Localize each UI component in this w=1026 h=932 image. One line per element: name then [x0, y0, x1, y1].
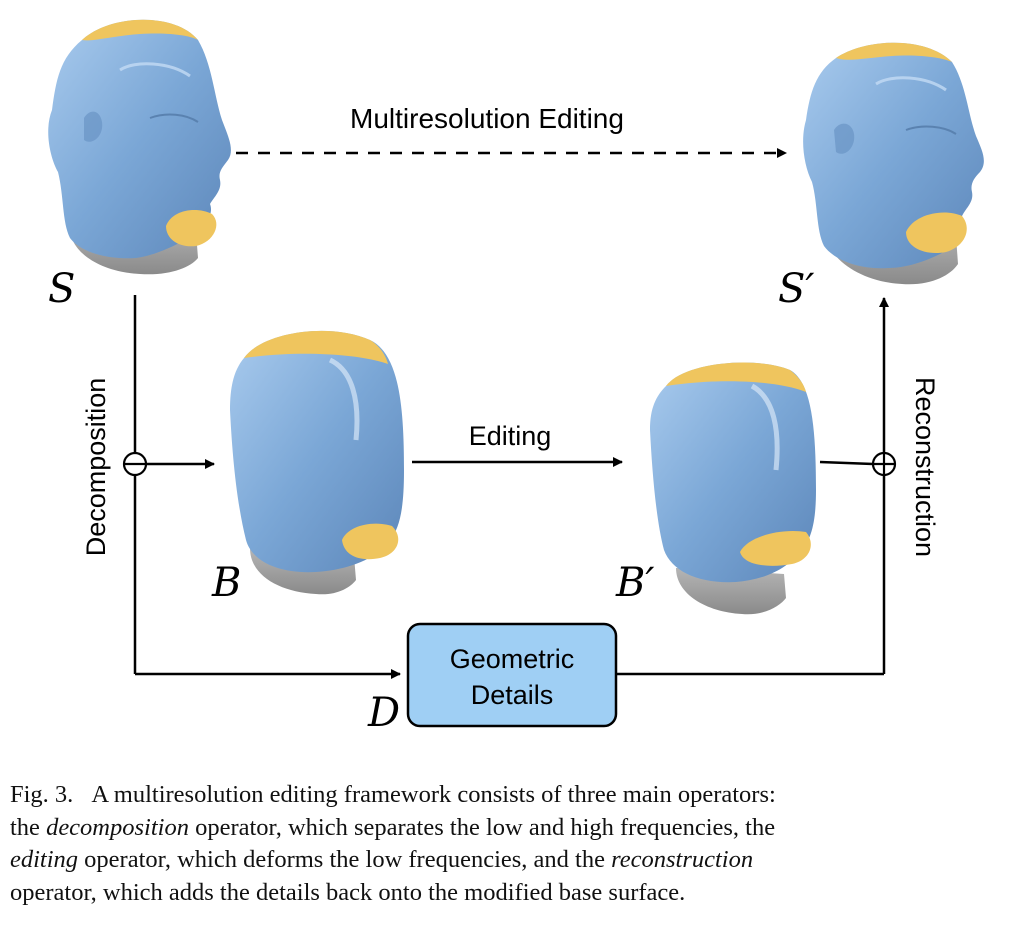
b-prime-to-recon-line [819, 460, 874, 466]
geometric-details-line2: Details [471, 680, 554, 710]
reconstruction-label: Reconstruction [910, 377, 940, 557]
geometric-details-line1: Geometric [450, 644, 575, 674]
symbol-s: S [48, 266, 75, 312]
caption-label: Fig. 3. [10, 781, 74, 808]
base-surface-b-icon [230, 330, 404, 595]
multires-editing-label: Multiresolution Editing [350, 103, 624, 134]
caption-text-2a: the [10, 813, 47, 841]
caption-line-2: the decomposition operator, which separa… [10, 812, 1010, 845]
caption-line-1: Fig. 3. A multiresolution editing framewo… [10, 779, 1010, 812]
caption-text-4: operator, which adds the details back on… [10, 878, 686, 906]
head-mesh-s-icon [48, 19, 231, 275]
caption-line-3: editing operator, which deforms the low … [10, 844, 1010, 877]
geometric-details-box [406, 622, 618, 728]
editing-label: Editing [469, 421, 552, 451]
edited-base-surface-b-prime-icon [650, 362, 816, 615]
symbol-d: D [367, 690, 400, 736]
figure-caption: Fig. 3. A multiresolution editing framewo… [10, 779, 1010, 909]
symbol-s-prime: S′ [778, 266, 814, 312]
multiresolution-diagram: Geometric Details Multiresolution Editin… [48, 19, 984, 736]
caption-line-4: operator, which adds the details back on… [10, 877, 1010, 910]
decomposition-label: Decomposition [81, 378, 111, 557]
caption-text-2c: operator, which separates the low and hi… [188, 813, 776, 841]
caption-text-1: A multiresolution editing framework cons… [91, 781, 776, 808]
symbol-b: B [211, 560, 241, 606]
symbol-b-prime: B′ [615, 560, 654, 606]
caption-term-reconstruction: reconstruction [611, 846, 754, 873]
caption-text-3b: operator, which deforms the low frequenc… [78, 846, 612, 873]
caption-term-decomposition: decomposition [46, 813, 189, 841]
caption-term-editing: editing [10, 846, 79, 873]
head-mesh-s-prime-icon [803, 42, 984, 285]
